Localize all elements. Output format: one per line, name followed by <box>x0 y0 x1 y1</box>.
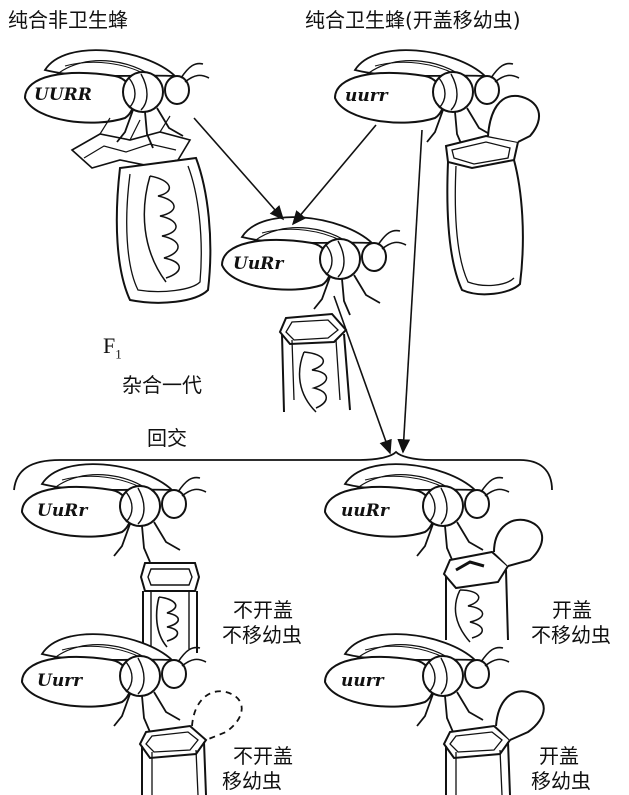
bc1-behavior-line2: 不移幼虫 <box>222 623 302 647</box>
bc2-behavior-line1: 开盖 <box>552 598 592 622</box>
bc4-bee-illustration <box>325 634 544 795</box>
bc1-bee-illustration <box>22 464 206 653</box>
bc2-behavior-line2: 不移幼虫 <box>531 623 611 647</box>
bc3-bee-illustration <box>22 634 242 795</box>
genotype-parent-left: UURR <box>34 85 92 105</box>
f1-label-main: F <box>103 333 115 358</box>
parent-left-title: 纯合非卫生蜂 <box>8 8 128 32</box>
genotype-bc3: Uurr <box>37 671 82 691</box>
backcross-label: 回交 <box>147 426 187 450</box>
f1-label: F1 <box>103 333 122 362</box>
bc3-behavior-line1: 不开盖 <box>233 744 293 768</box>
genotype-bc4: uurr <box>341 671 384 691</box>
f1-bee-illustration <box>222 217 406 412</box>
parent-right-title: 纯合卫生蜂(开盖移幼虫) <box>305 8 521 32</box>
genotype-parent-right: uurr <box>345 86 388 106</box>
f1-label-sub: 1 <box>115 346 122 361</box>
bc4-behavior-line2: 移幼虫 <box>531 769 591 793</box>
genotype-bc1: UuRr <box>37 501 87 521</box>
bc1-behavior-line1: 不开盖 <box>233 598 293 622</box>
bc3-behavior-line2: 移幼虫 <box>222 769 282 793</box>
f1-caption: 杂合一代 <box>122 373 202 397</box>
bc4-behavior-line1: 开盖 <box>539 744 579 768</box>
genotype-f1: UuRr <box>233 254 283 274</box>
genotype-bc2: uuRr <box>341 501 389 521</box>
bc2-bee-illustration <box>325 464 542 642</box>
